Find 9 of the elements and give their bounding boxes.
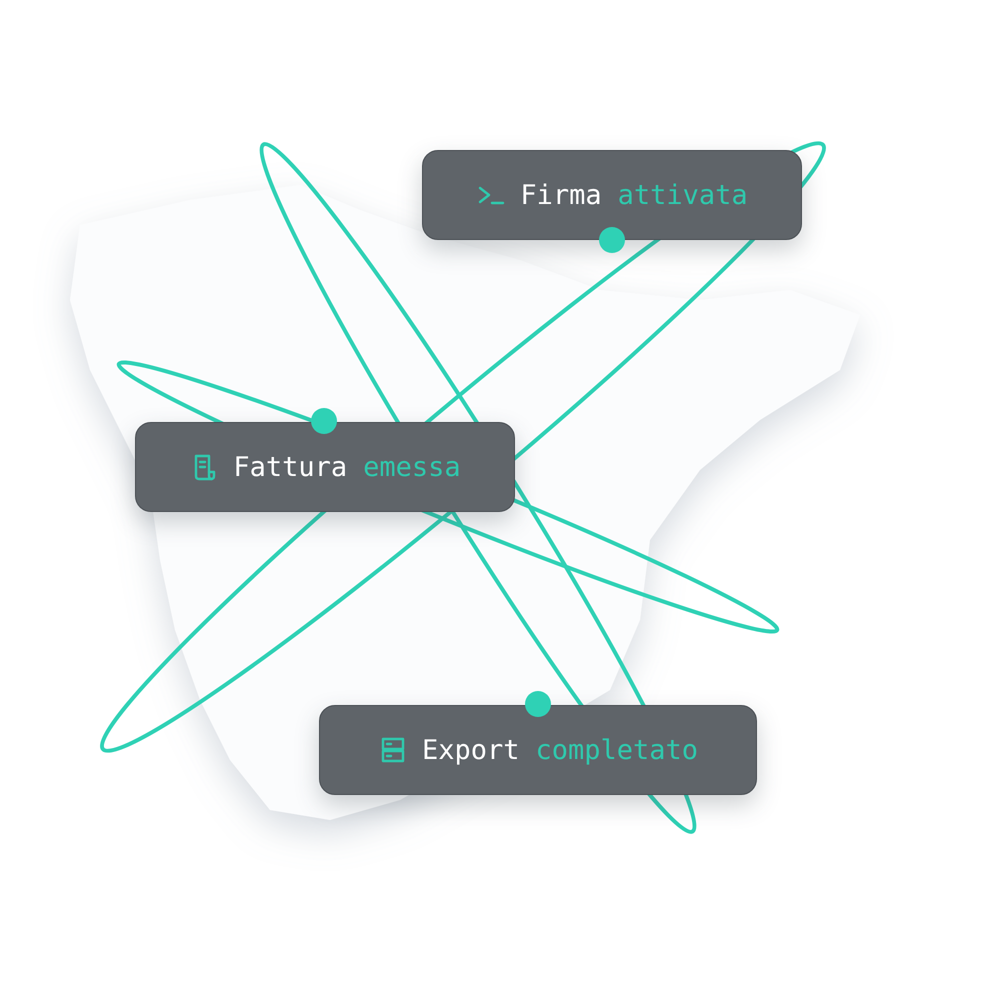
status-text: attivata <box>618 180 748 210</box>
card-title: Fattura <box>233 452 348 482</box>
status-text: emessa <box>363 452 461 482</box>
card-title: Firma <box>520 180 602 210</box>
status-card <box>319 705 757 795</box>
status-card <box>135 422 515 512</box>
status-card <box>422 150 802 240</box>
status-text: completato <box>535 734 698 766</box>
card-title: Export <box>422 734 520 766</box>
